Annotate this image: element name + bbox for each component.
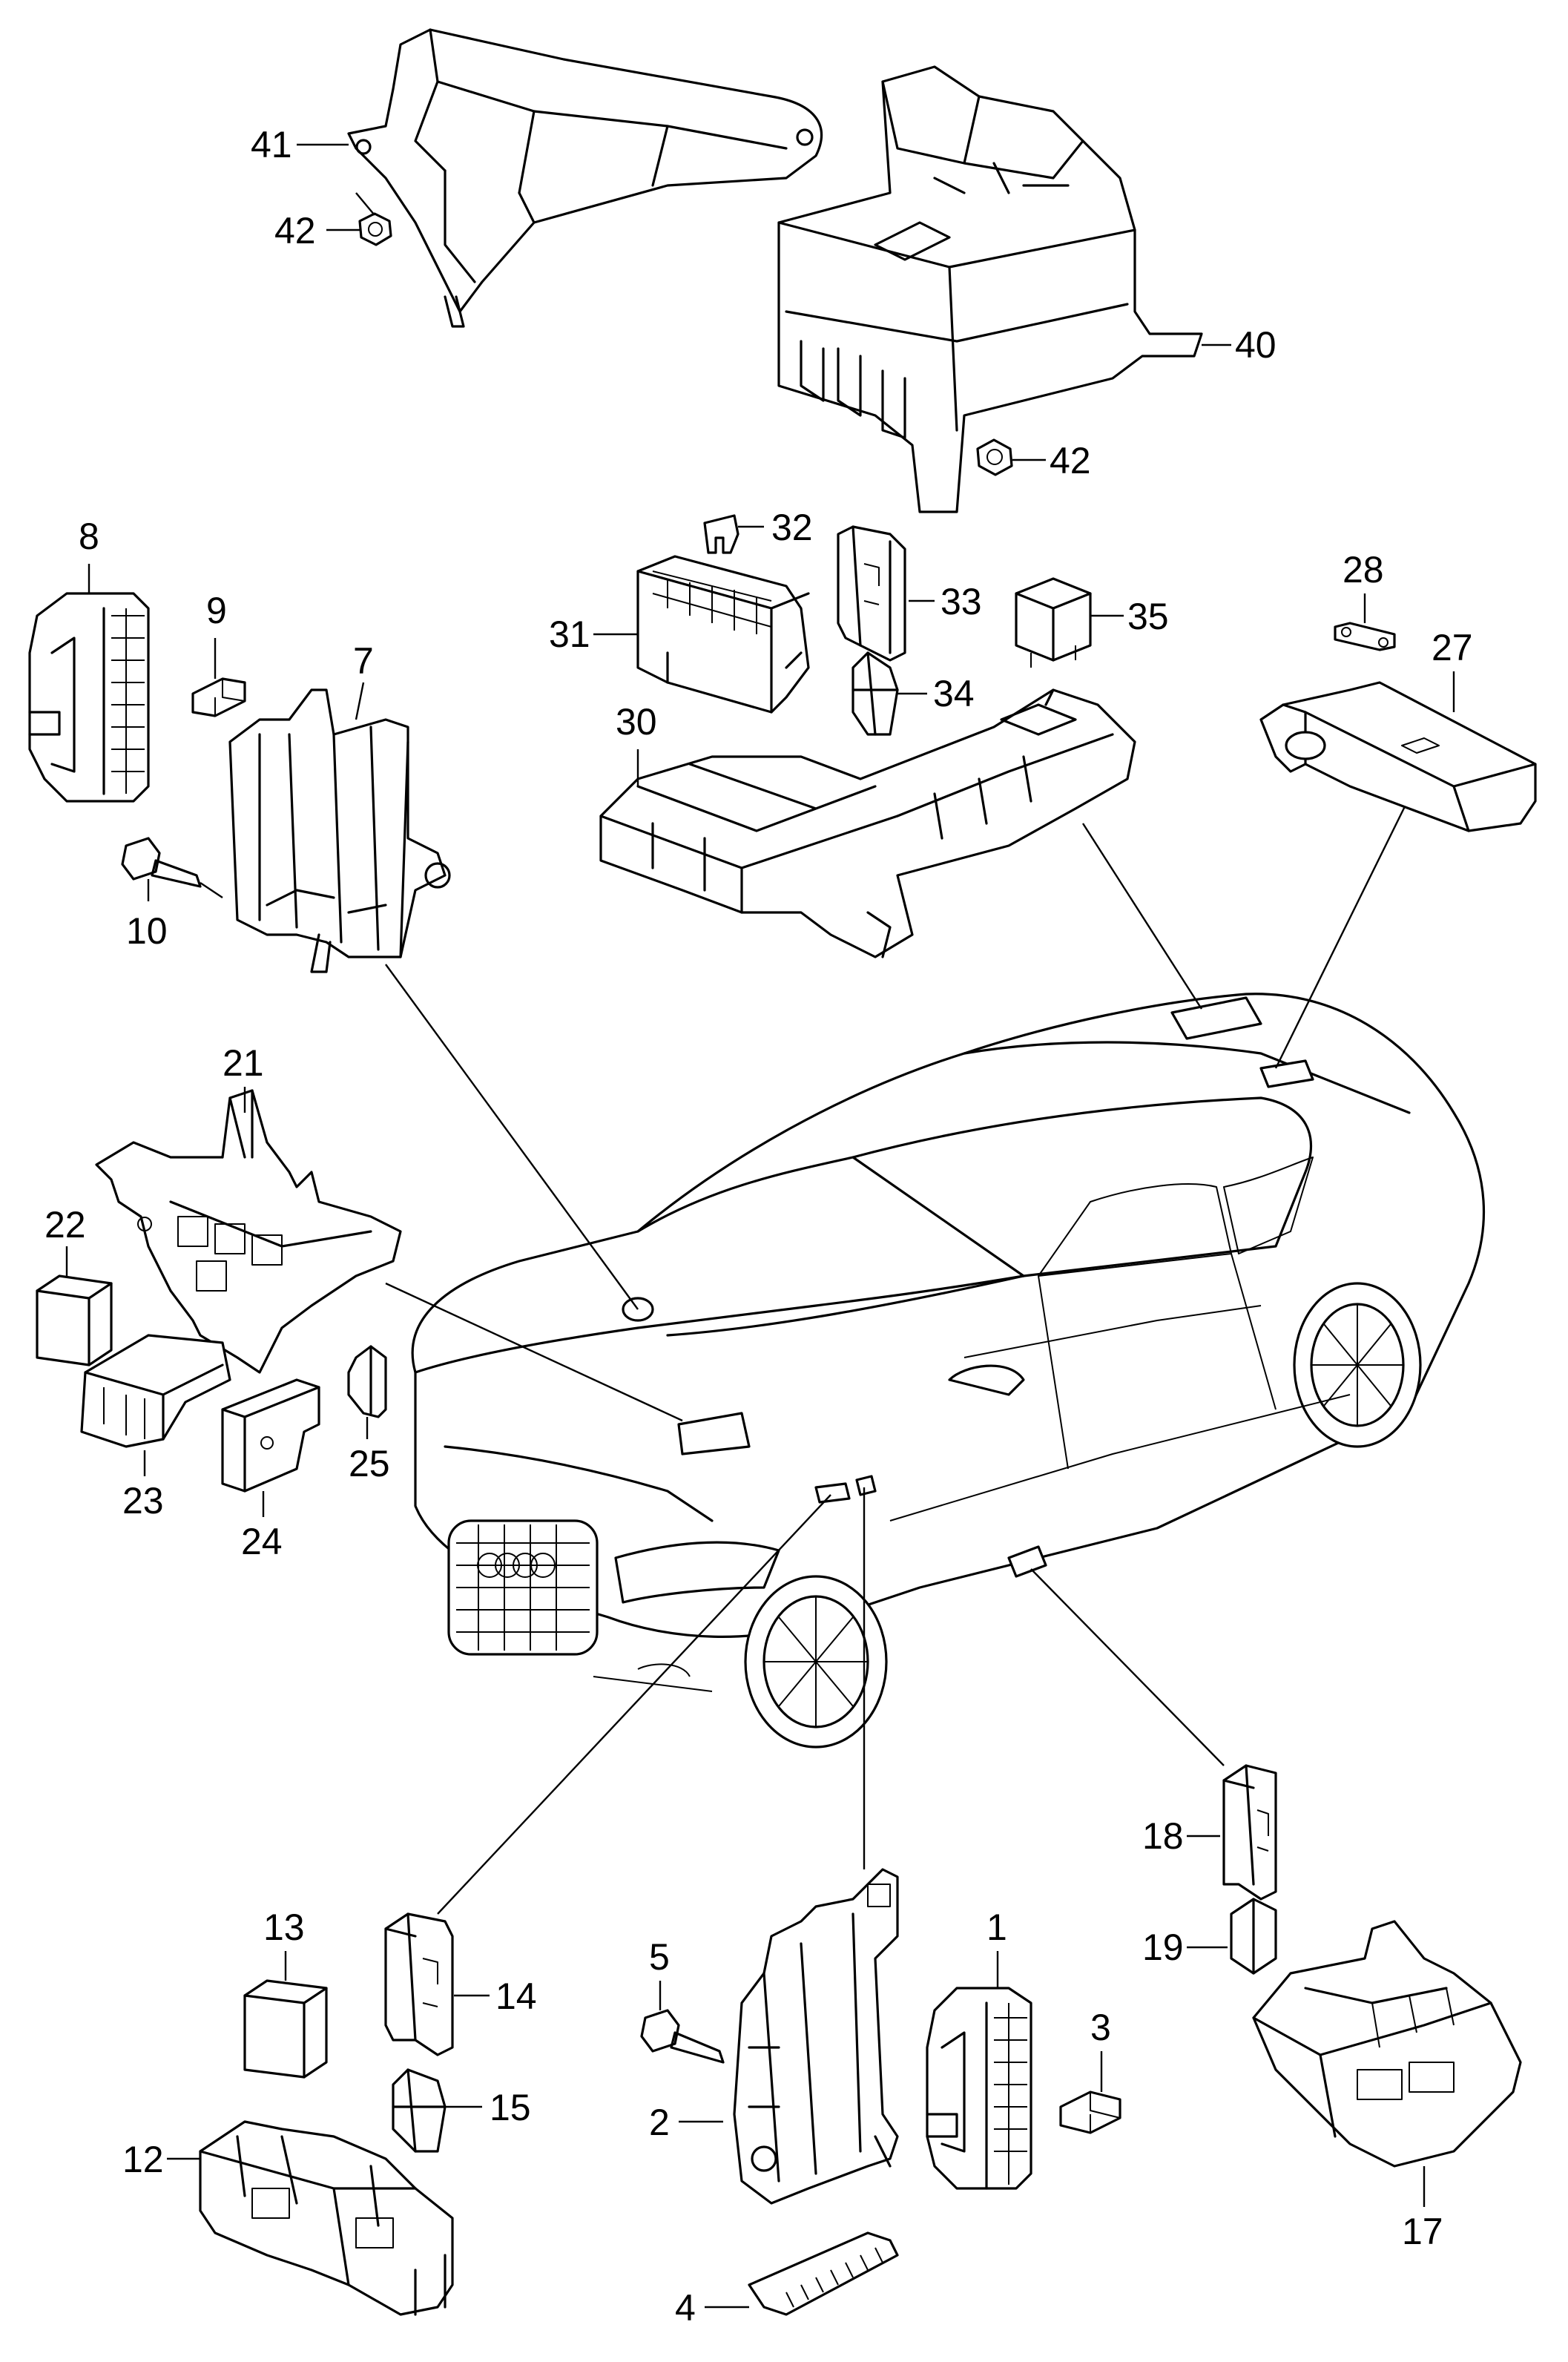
callout-8: 8 [79, 516, 99, 557]
part-35-relay [1015, 577, 1092, 668]
part-4-cover-strip [748, 2231, 899, 2316]
part-19-fuse [1230, 1898, 1277, 1975]
callout-42b: 42 [1050, 440, 1091, 481]
callout-5: 5 [649, 1936, 670, 1978]
part-21-relay-bracket [95, 1089, 402, 1374]
part-5-screw [640, 2009, 725, 2064]
callout-28: 28 [1343, 549, 1384, 590]
callout-leaders [65, 143, 1455, 2309]
callout-3: 3 [1090, 2007, 1111, 2048]
callout-34: 34 [933, 673, 975, 714]
part-8-control-unit [28, 592, 150, 803]
callout-14: 14 [495, 1976, 537, 2017]
callout-35: 35 [1127, 596, 1169, 637]
part-18-relay-plate [1222, 1764, 1277, 1901]
part-40-module-carrier [777, 65, 1203, 513]
part-42-nut-b [976, 438, 1013, 476]
callout-9: 9 [206, 590, 227, 631]
callout-10: 10 [126, 910, 168, 952]
part-22-relay [36, 1274, 113, 1366]
part-41-bracket [347, 28, 823, 328]
part-42-nut-a [358, 212, 392, 246]
leader-lines [385, 797, 1411, 1915]
callout-21: 21 [223, 1042, 264, 1084]
part-13-relay [243, 1979, 328, 2079]
callout-30: 30 [616, 701, 657, 743]
part-28-clip [1334, 622, 1396, 651]
car-illustration [411, 993, 1486, 1749]
part-10-screw [121, 837, 223, 898]
callout-22: 22 [45, 1204, 86, 1246]
part-23-connector [80, 1334, 231, 1448]
part-3-fuse [1059, 2090, 1121, 2134]
callout-4: 4 [675, 2287, 696, 2329]
callout-42a: 42 [274, 210, 316, 251]
part-31-fuse-block [636, 555, 810, 714]
callout-2: 2 [649, 2102, 670, 2143]
callout-17: 17 [1402, 2211, 1443, 2252]
part-27-battery-module [1259, 681, 1537, 832]
part-12-relay-carrier [199, 2120, 454, 2316]
callout-32: 32 [771, 507, 813, 548]
callout-15: 15 [490, 2087, 531, 2128]
callout-12: 12 [122, 2139, 164, 2180]
part-33-relay-plate [837, 525, 906, 662]
part-17-fuse-carrier [1252, 1920, 1522, 2168]
callout-23: 23 [122, 1480, 164, 1522]
part-24-fuse-strip [221, 1378, 320, 1493]
callout-labels: 41 42 40 42 8 9 7 10 32 33 31 35 34 30 2… [45, 124, 1473, 2329]
part-1-control-unit [926, 1987, 1032, 2190]
callout-7: 7 [353, 640, 374, 682]
part-30-fuse-box [599, 688, 1136, 958]
callout-27: 27 [1432, 627, 1473, 668]
callout-24: 24 [241, 1521, 283, 1562]
callout-13: 13 [263, 1907, 305, 1948]
part-7-relay-holder [228, 688, 451, 973]
part-34-fuse [851, 651, 899, 736]
callout-41: 41 [251, 124, 292, 165]
part-2-relay-holder [733, 1868, 899, 2205]
callout-19: 19 [1142, 1927, 1184, 1968]
callout-31: 31 [549, 613, 590, 655]
part-15-fuse [392, 2068, 447, 2153]
part-25-fuse [347, 1345, 387, 1418]
callout-25: 25 [349, 1443, 390, 1484]
callout-33: 33 [941, 581, 982, 622]
part-32-fuse [703, 514, 739, 554]
callout-18: 18 [1142, 1815, 1184, 1857]
part-14-relay-plate [384, 1912, 454, 2056]
callout-40: 40 [1235, 324, 1277, 366]
part-9-fuse [191, 677, 246, 717]
callout-1: 1 [986, 1907, 1007, 1948]
